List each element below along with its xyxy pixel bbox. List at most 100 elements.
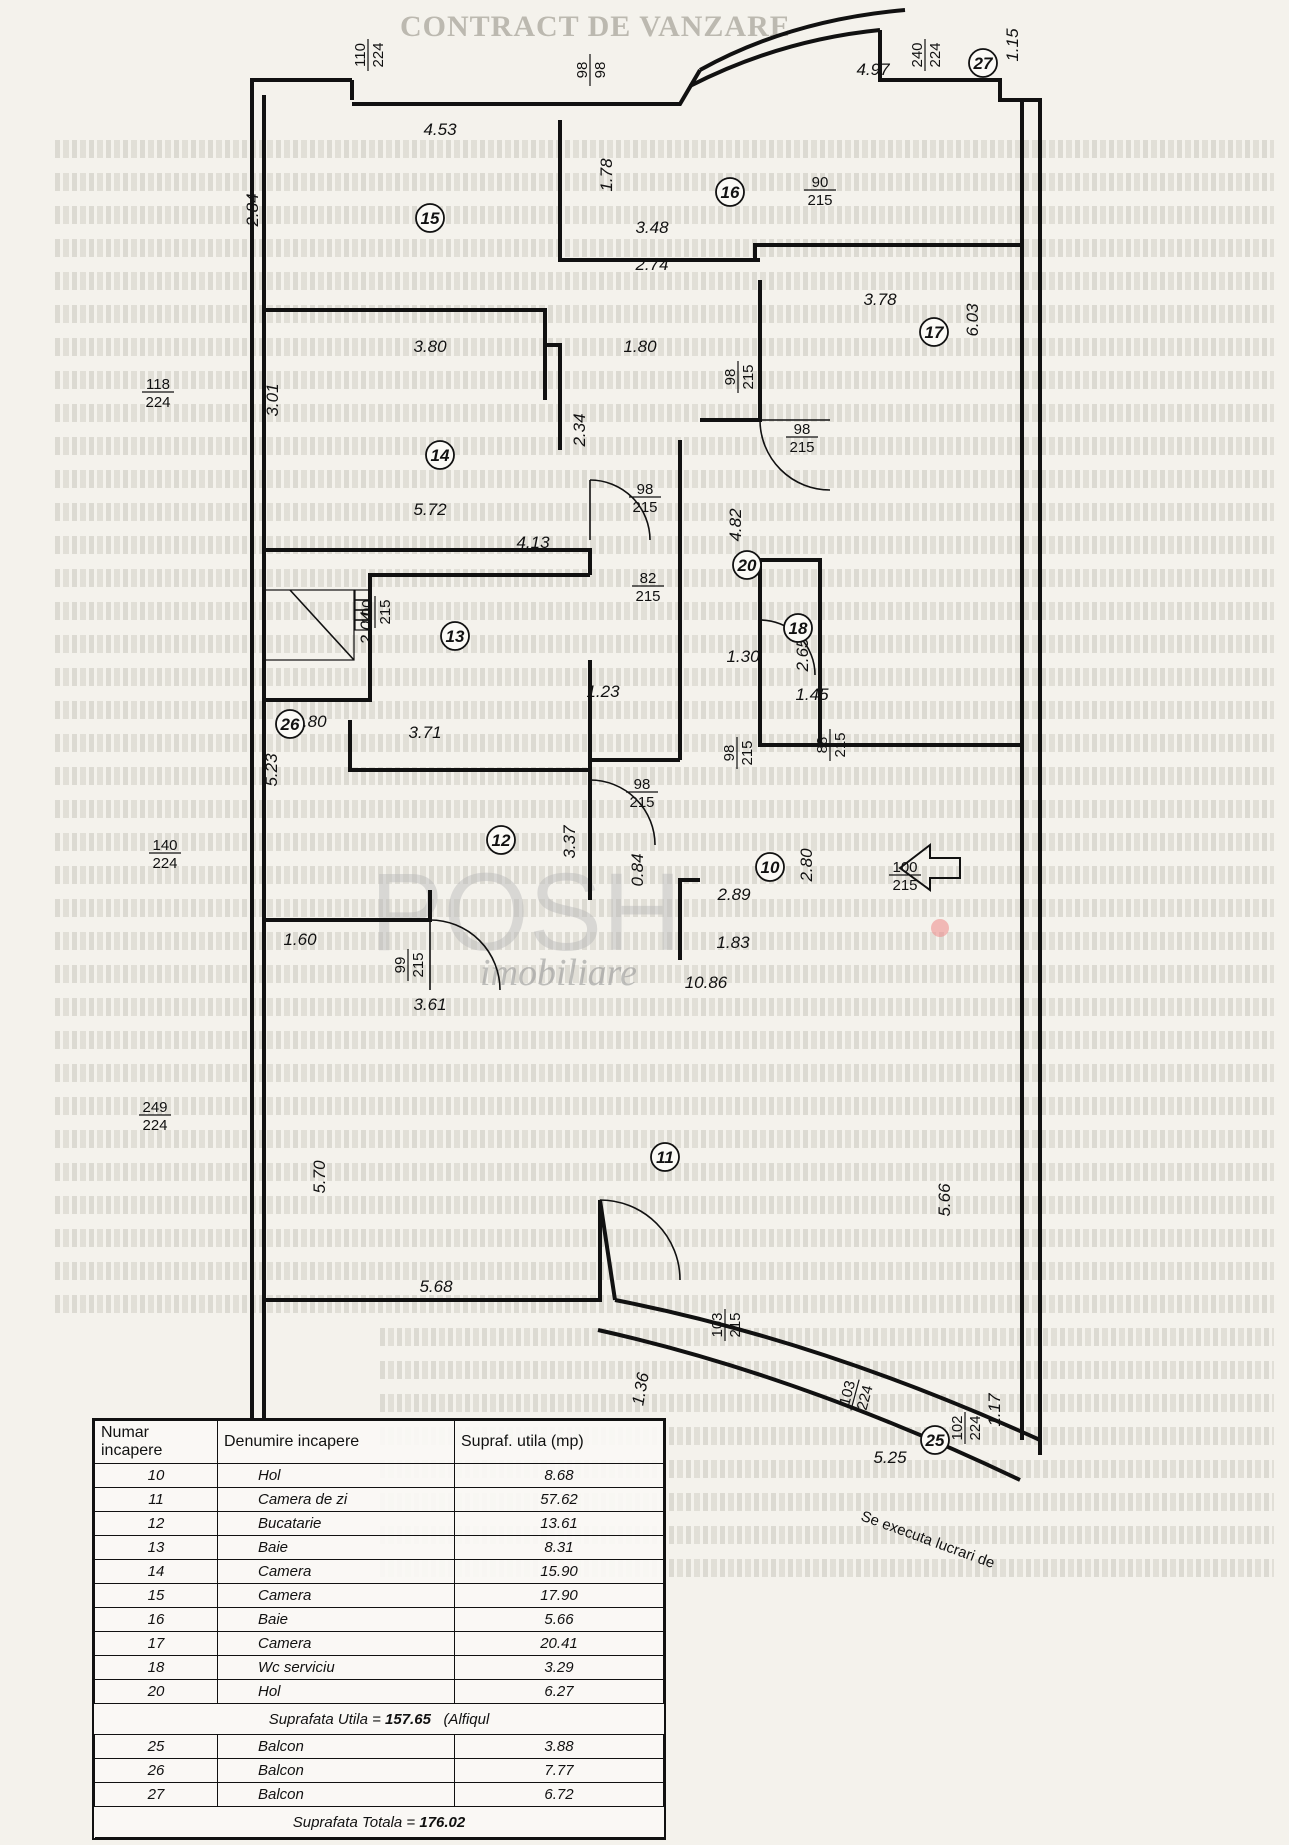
dimension-label: 4.97: [856, 60, 890, 79]
room-marker-circle: [920, 1425, 950, 1455]
room-area: 6.27: [454, 1679, 664, 1704]
room-number: 15: [421, 209, 440, 228]
background-text-line: [55, 140, 1274, 158]
room-marker-15: 15: [415, 203, 445, 233]
room-number: 11: [656, 1148, 674, 1167]
balcony-area: 3.88: [454, 1734, 664, 1759]
room-num: 12: [94, 1511, 218, 1536]
door-height: 224: [142, 1117, 167, 1134]
background-text-line: [55, 503, 1274, 521]
room-name: Camera: [217, 1559, 455, 1584]
dimension-label: 1.30: [726, 647, 760, 666]
room-marker-12: 12: [486, 825, 516, 855]
outer-walls: [250, 8, 1042, 1482]
door-width: 102: [949, 1415, 966, 1440]
background-text-line: [55, 998, 1274, 1016]
door-height: 215: [789, 439, 814, 456]
room-marker-circle: [440, 621, 470, 651]
room-marker-27: 27: [968, 48, 998, 78]
dimension-label: 5.68: [419, 1277, 453, 1296]
door-height: 224: [967, 1415, 984, 1440]
room-area: 17.90: [454, 1583, 664, 1608]
balcony-area: 7.77: [454, 1758, 664, 1783]
dimension-label: 5.72: [413, 500, 447, 519]
entrance-arrow-icon: [898, 842, 961, 892]
dimension-label: 10.86: [685, 973, 728, 992]
interior-walls: [264, 120, 1022, 1302]
dimension-label: 4.53: [423, 120, 457, 139]
background-text-line: [55, 965, 1274, 983]
room-area: 8.31: [454, 1535, 664, 1560]
room-marker-13: 13: [440, 621, 470, 651]
background-text-line: [55, 338, 1274, 356]
door-width: 103: [709, 1312, 726, 1337]
door-width: 98: [574, 62, 591, 79]
balcony-num: 26: [94, 1758, 218, 1783]
dimension-label: 2.65: [793, 638, 812, 673]
door-width: 90: [812, 174, 829, 191]
door-height: 224: [152, 855, 177, 872]
watermark-dot: [931, 919, 949, 937]
room-name: Camera: [217, 1631, 455, 1656]
door-width: 140: [152, 837, 177, 854]
door-height: 215: [632, 499, 657, 516]
room-name: Hol: [217, 1679, 455, 1704]
room-num: 20: [94, 1679, 218, 1704]
dimension-label: 3.80: [413, 337, 447, 356]
door-width: 118: [146, 376, 170, 393]
door-height: 215: [832, 732, 849, 757]
dimension-label: 1.60: [283, 930, 317, 949]
room-marker-circle: [732, 550, 762, 580]
watermark-text: POSH: [370, 851, 682, 974]
room-num: 18: [94, 1655, 218, 1680]
entrance-note: Se executa lucrari de: [859, 1508, 997, 1572]
door-height: 215: [635, 588, 660, 605]
room-marker-circle: [275, 709, 305, 739]
room-number: 25: [925, 1431, 945, 1450]
door-height: 224: [854, 1383, 877, 1412]
room-area: 57.62: [454, 1487, 664, 1512]
background-text-line: [55, 1064, 1274, 1082]
background-text-line: [380, 1394, 1274, 1412]
room-num: 17: [94, 1631, 218, 1656]
total-value: 176.02: [419, 1813, 466, 1831]
room-number: 13: [446, 627, 465, 646]
room-marker-26: 26: [275, 709, 305, 739]
background-text-line: [55, 1196, 1274, 1214]
room-name: Bucatarie: [217, 1511, 455, 1536]
door-width: 98: [634, 776, 651, 793]
background-text-line: [55, 173, 1274, 191]
room-marker-18: 18: [783, 613, 813, 643]
door-height: 215: [892, 877, 917, 894]
background-text-line: [55, 833, 1274, 851]
room-num: 10: [94, 1463, 218, 1488]
contract-heading: CONTRACT DE VANZARE: [400, 10, 791, 43]
total-row: Suprafata Totala = 176.02: [94, 1806, 664, 1838]
room-area: 20.41: [454, 1631, 664, 1656]
background-text-line: [55, 437, 1274, 455]
dimension-label: 4.82: [726, 508, 745, 542]
room-number: 12: [492, 831, 511, 850]
door-width: 100: [359, 599, 376, 624]
total-label: Suprafata Totala =: [292, 1813, 420, 1831]
background-text-line: [55, 635, 1274, 653]
room-number: 10: [761, 858, 780, 877]
room-marker-circle: [968, 48, 998, 78]
background-text-line: [380, 1361, 1274, 1379]
door-width: 99: [392, 957, 409, 974]
room-marker-circle: [755, 852, 785, 882]
watermark-script: imobiliare: [480, 952, 637, 994]
dimension-label: 3.01: [263, 383, 282, 416]
dimension-label: 3.48: [635, 218, 669, 237]
